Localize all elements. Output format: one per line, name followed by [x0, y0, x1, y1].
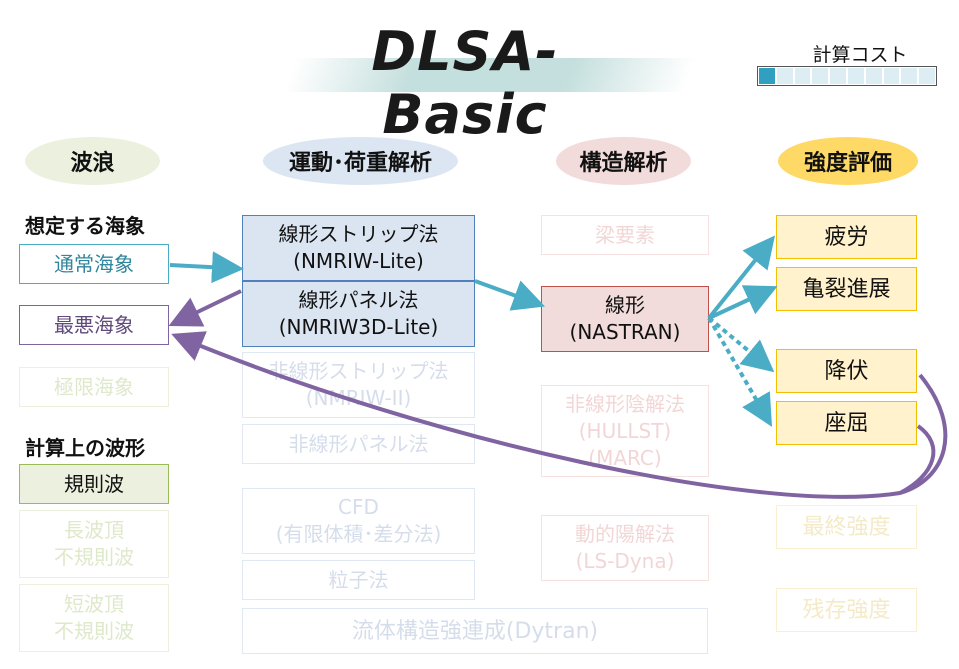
- cost-segment-filled: [759, 68, 775, 84]
- cost-meter: [757, 66, 937, 86]
- regular-wave-label: 規則波: [64, 471, 124, 496]
- sea-worst-label: 最悪海象: [54, 312, 134, 337]
- nonlinear-strip-box[interactable]: 非線形ストリップ法 (NMRIW-II): [242, 352, 475, 418]
- yield-box[interactable]: 降伏: [776, 349, 917, 393]
- arrow-to-crack: [708, 285, 778, 320]
- cost-segment: [830, 68, 846, 84]
- crack-growth-box[interactable]: 亀裂進展: [776, 267, 917, 311]
- header-structure: 構造解析: [556, 137, 691, 185]
- sea-worst-box[interactable]: 最悪海象: [19, 305, 169, 345]
- wave-form-heading: 計算上の波形: [25, 436, 145, 460]
- fsi-label: 流体構造強連成(Dytran): [351, 618, 599, 644]
- residual-strength-box[interactable]: 最終強度 残存強度: [776, 588, 917, 632]
- linear-panel-label: 線形パネル法 (NMRIW3D-Lite): [278, 288, 439, 339]
- regular-wave-box[interactable]: 規則波: [19, 464, 169, 504]
- residual-strength-text: 残存強度: [802, 597, 891, 623]
- sea-normal-label: 通常海象: [54, 251, 134, 276]
- yield-label: 降伏: [824, 358, 869, 384]
- cost-segment: [847, 68, 864, 84]
- arrow-normal-to-strip: [169, 251, 244, 284]
- cfd-box[interactable]: CFD (有限体積･差分法): [242, 488, 475, 554]
- sea-extreme-label: 極限海象: [54, 374, 134, 399]
- particle-label: 粒子法: [328, 567, 389, 592]
- fsi-box[interactable]: 流体構造強連成(Dytran): [242, 608, 708, 654]
- particle-box[interactable]: 粒子法: [242, 560, 475, 600]
- arrow-motion-to-nastran: [474, 279, 546, 311]
- arrow-panel-to-worst: [168, 289, 242, 327]
- long-crested-box[interactable]: 長波頂 不規則波: [19, 510, 169, 578]
- dynamic-explicit-label: 動的陽解法 (LS-Dyna): [575, 522, 675, 573]
- linear-strip-box[interactable]: 線形ストリップ法 (NMRIW-Lite): [242, 215, 475, 281]
- linear-nastran-label: 線形 (NASTRAN): [569, 293, 681, 344]
- header-strength: 強度評価: [778, 137, 918, 185]
- nonlinear-panel-box[interactable]: 非線形パネル法: [242, 424, 475, 464]
- nonlinear-strip-label: 非線形ストリップ法 (NMRIW-II): [268, 359, 449, 410]
- sea-extreme-box[interactable]: 極限海象: [19, 367, 169, 407]
- sea-normal-box[interactable]: 通常海象: [19, 244, 169, 284]
- cost-segment: [883, 68, 900, 84]
- header-motion: 運動･荷重解析: [263, 137, 458, 185]
- beam-element-label: 梁要素: [595, 222, 655, 247]
- buckling-label: 座屈: [824, 410, 869, 436]
- nonlinear-panel-label: 非線形パネル法: [288, 431, 429, 456]
- ultimate-strength-label: 最終強度: [802, 514, 891, 540]
- page-title: DLSA-Basic: [371, 20, 559, 146]
- short-crested-box[interactable]: 短波頂 不規則波: [19, 584, 169, 652]
- long-crested-label: 長波頂 不規則波: [54, 518, 134, 569]
- linear-panel-box[interactable]: 線形パネル法 (NMRIW3D-Lite): [242, 281, 475, 347]
- nonlinear-implicit-label: 非線形陰解法 (HULLST) (MARC): [565, 391, 685, 470]
- cost-segment: [865, 68, 882, 84]
- short-crested-label: 短波頂 不規則波: [54, 592, 134, 643]
- cost-segment: [901, 68, 918, 84]
- dynamic-explicit-box[interactable]: 動的陽解法 (LS-Dyna): [541, 515, 709, 581]
- cost-label: 計算コスト: [812, 44, 908, 66]
- sea-state-heading: 想定する海象: [25, 214, 145, 238]
- buckling-box[interactable]: 座屈: [776, 401, 917, 445]
- fatigue-box[interactable]: 疲労: [776, 215, 917, 259]
- ultimate-strength-box[interactable]: 最終強度: [776, 505, 917, 549]
- cost-segment: [776, 68, 793, 84]
- crack-growth-label: 亀裂進展: [802, 276, 891, 302]
- arrow-to-fatigue: [707, 235, 775, 320]
- cost-segment: [794, 68, 811, 84]
- header-wave: 波浪: [25, 137, 160, 185]
- cfd-label: CFD (有限体積･差分法): [275, 495, 442, 546]
- cost-segment: [812, 68, 829, 84]
- cost-segment: [919, 68, 935, 84]
- nonlinear-implicit-box[interactable]: 非線形陰解法 (HULLST) (MARC): [541, 385, 709, 477]
- linear-strip-label: 線形ストリップ法 (NMRIW-Lite): [278, 222, 439, 273]
- arrow-to-yield: [707, 316, 775, 373]
- arrow-to-buckling: [707, 316, 773, 427]
- linear-nastran-box[interactable]: 線形 (NASTRAN): [541, 286, 709, 352]
- fatigue-label: 疲労: [824, 224, 869, 250]
- beam-element-box[interactable]: 梁要素: [541, 215, 709, 255]
